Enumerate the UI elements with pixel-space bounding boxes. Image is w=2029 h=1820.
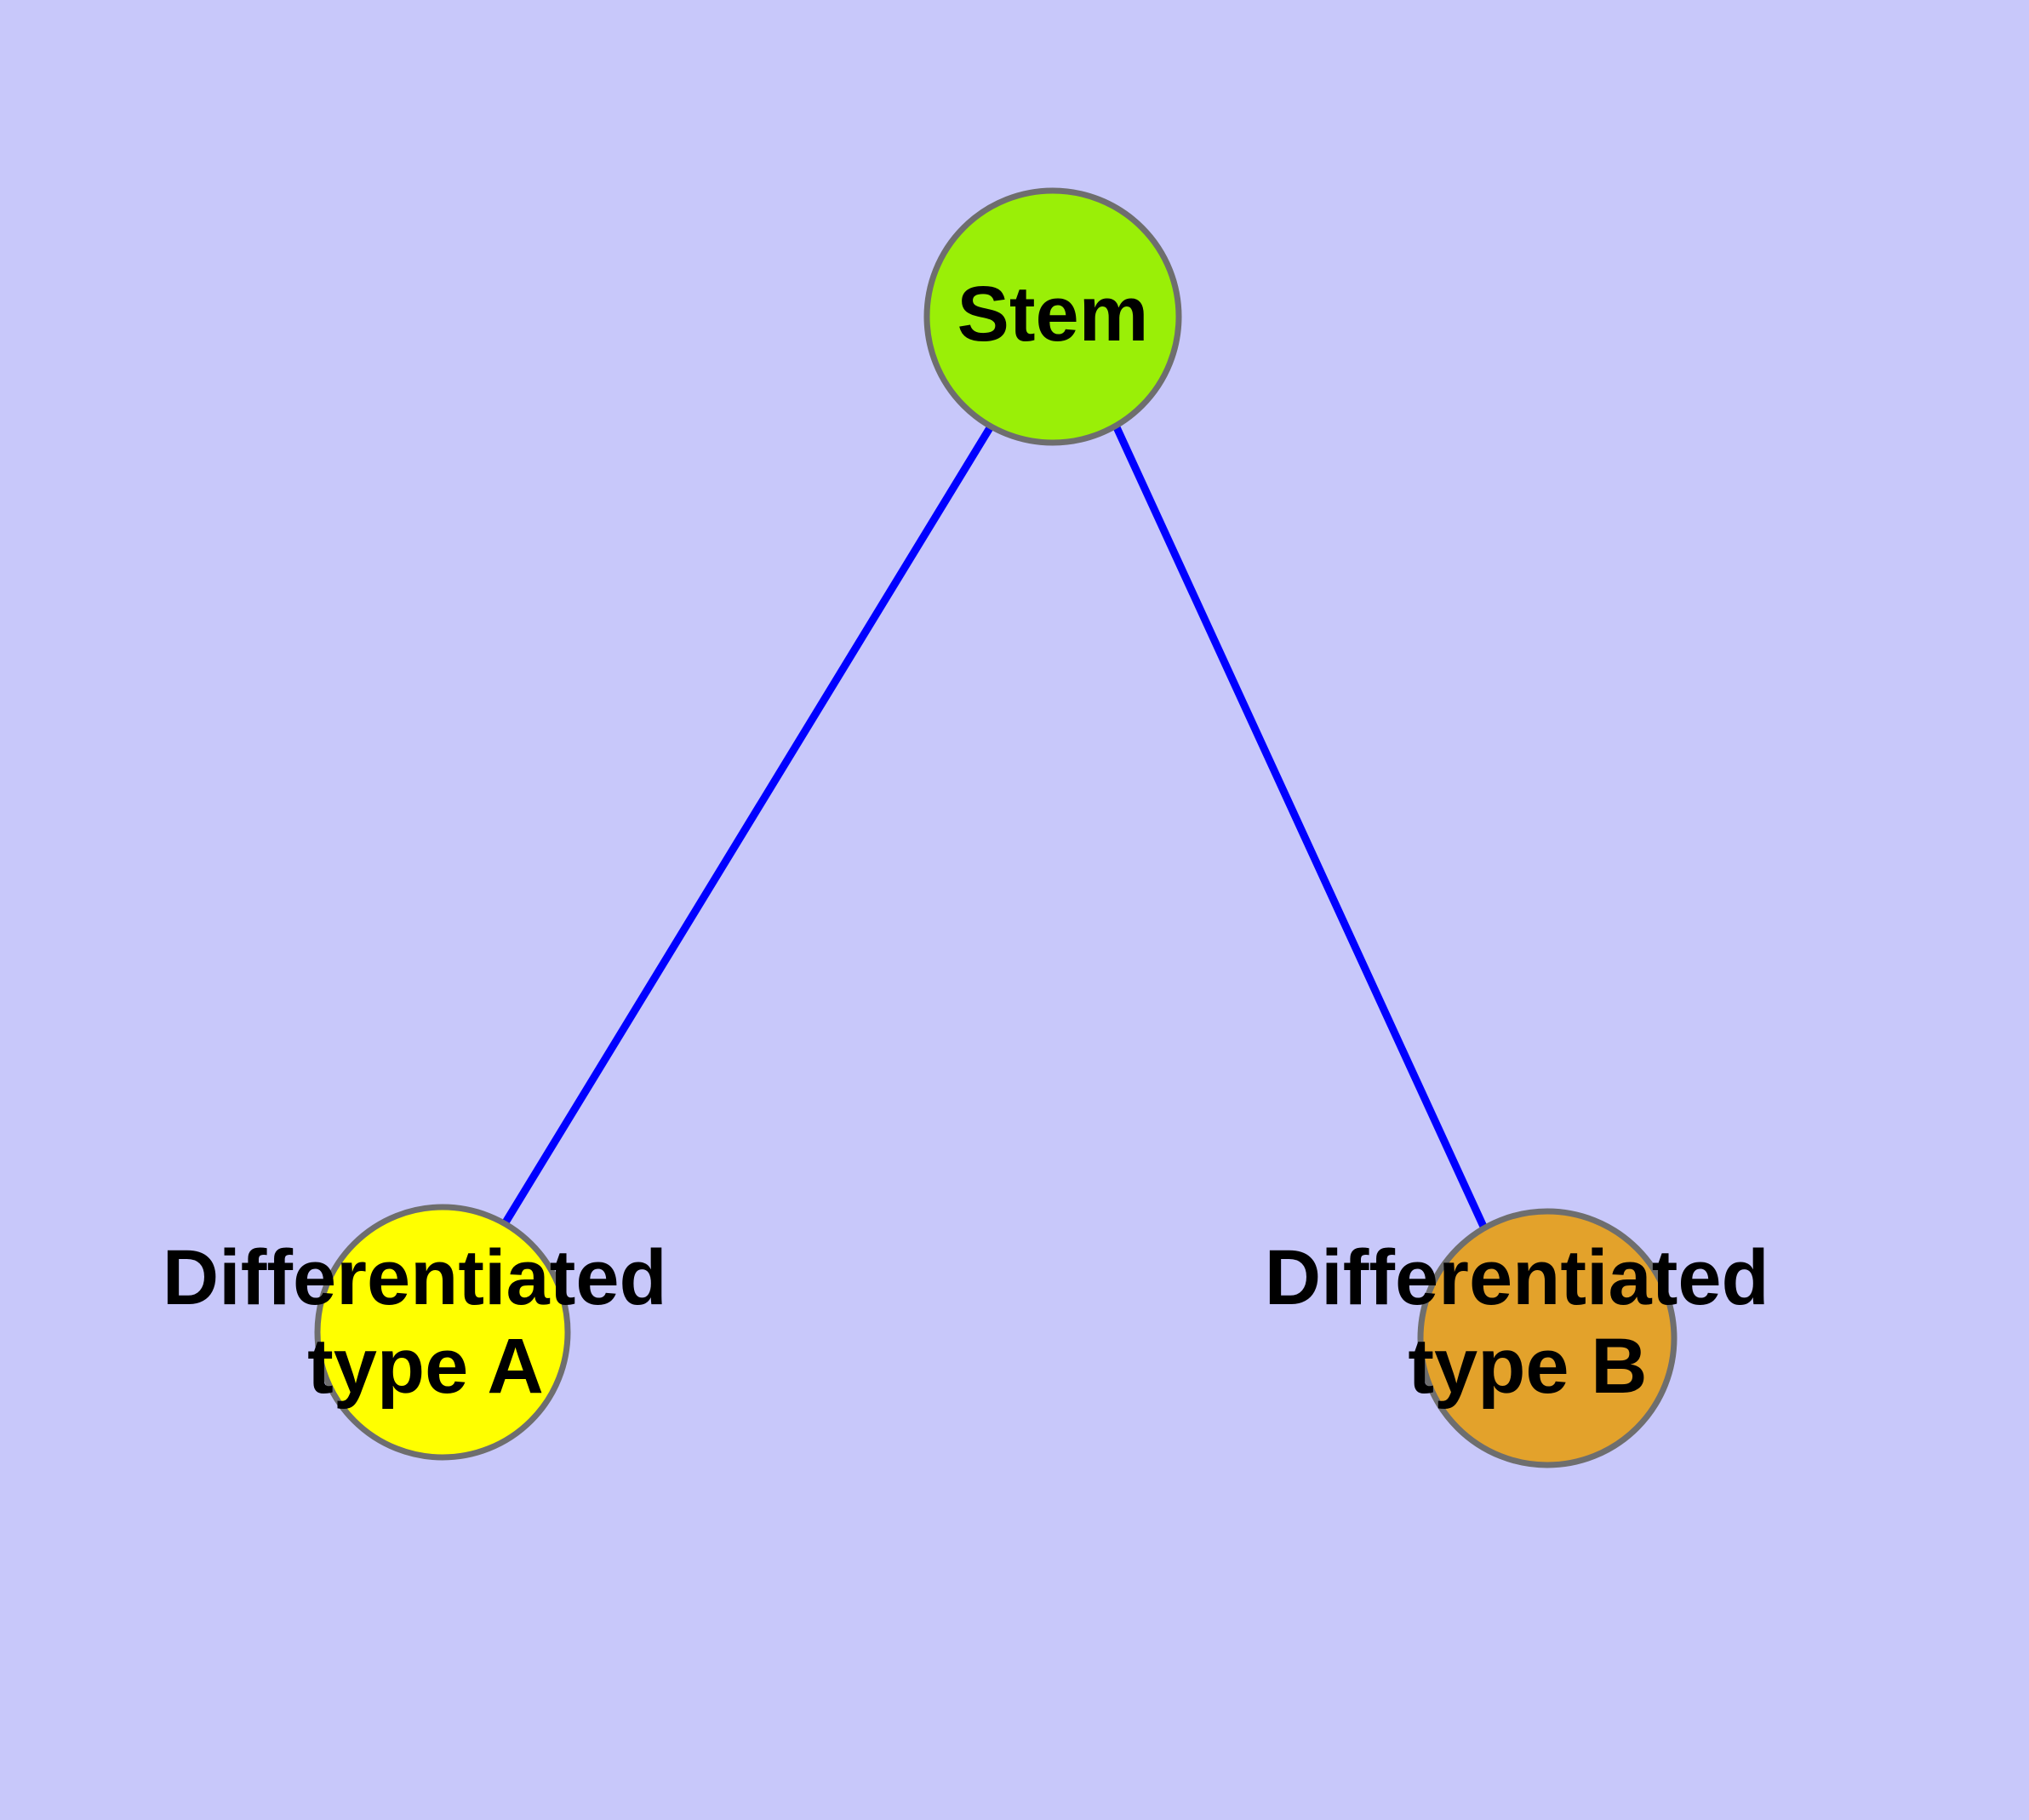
node-differentiated-type-a-circle[interactable]	[314, 1204, 571, 1461]
edge-layer	[502, 424, 1489, 1230]
node-differentiated-type-a[interactable]	[314, 1204, 571, 1461]
node-stem-label: Stem	[957, 271, 1149, 358]
label-layer: Stem Differentiated type A Differentiate…	[163, 271, 1792, 1410]
node-differentiated-type-b-label: Differentiated type B	[1265, 1234, 1792, 1410]
node-layer	[314, 187, 1677, 1468]
node-differentiated-type-b-label-line-1: Differentiated	[1265, 1234, 1769, 1321]
node-stem-circle[interactable]	[923, 187, 1182, 446]
edge-stem-to-differentiated-type-b[interactable]	[1112, 426, 1489, 1230]
node-differentiated-type-a-label: Differentiated type A	[163, 1234, 689, 1410]
node-differentiated-type-b-circle[interactable]	[1417, 1208, 1677, 1468]
node-differentiated-type-b[interactable]	[1417, 1208, 1677, 1468]
node-stem[interactable]	[923, 187, 1182, 446]
node-differentiated-type-b-label-line-2: type B	[1408, 1323, 1647, 1410]
node-stem-label-line-1: Stem	[957, 271, 1149, 358]
node-differentiated-type-a-label-line-2: type A	[307, 1323, 544, 1410]
edge-stem-to-differentiated-type-a[interactable]	[502, 424, 994, 1225]
node-differentiated-type-a-label-line-1: Differentiated	[163, 1234, 667, 1321]
